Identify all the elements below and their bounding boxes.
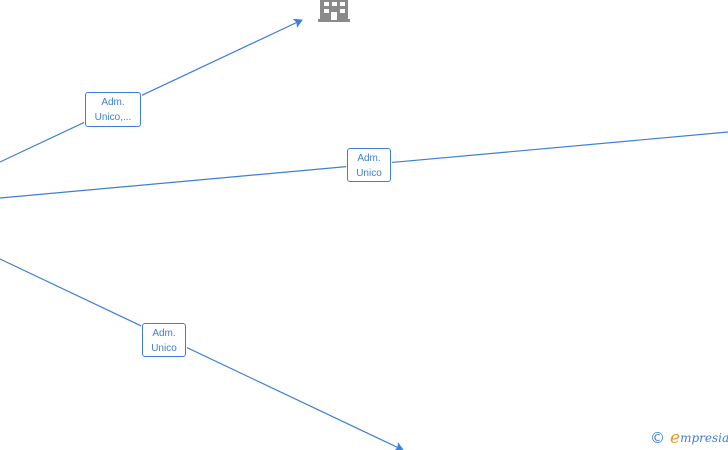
brand-logo-text: mpresia [680,431,728,445]
edge-label-1-line-2: Unico,... [94,112,132,123]
edge-label-3[interactable]: Adm. Unico [142,323,186,357]
building-icon[interactable] [318,0,350,22]
edge-line-3 [0,258,404,450]
edge-line-1 [0,18,303,163]
edge-label-1-line-1: Adm. [101,97,125,108]
edge-label-2-line-1: Adm. [357,153,381,164]
copyright-symbol: © [650,429,665,447]
edge-label-3-line-1: Adm. [152,328,176,339]
brand-watermark: © e mpresia [650,429,728,447]
edge-label-3-line-2: Unico [151,343,177,354]
brand-logo-initial: e [670,428,681,448]
edge-label-2-line-2: Unico [356,168,382,179]
edge-label-1[interactable]: Adm. Unico,... [85,92,141,127]
edge-label-2[interactable]: Adm. Unico [347,148,391,182]
